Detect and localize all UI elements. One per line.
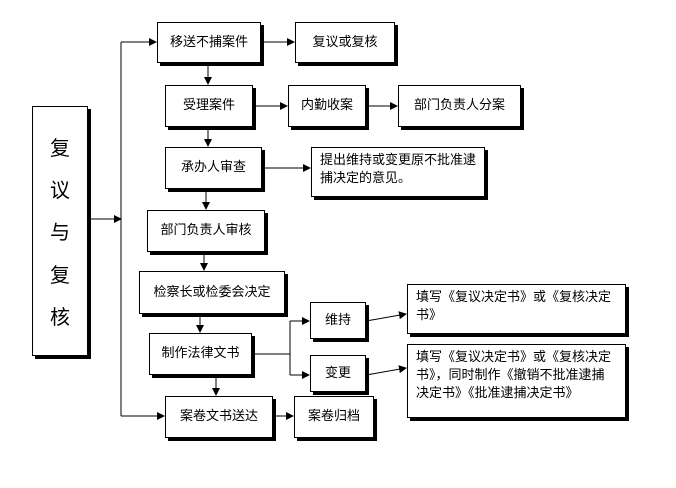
node-review-request: 复议或复核 xyxy=(295,22,395,63)
side-title-char: 核 xyxy=(50,305,70,330)
node-change-doc: 填写《复议决定书》或《复核决定书》，同时制作《撤销不批准逮捕决定书》《批准逮捕决… xyxy=(407,344,626,418)
arrow-change-to-doc xyxy=(365,365,407,376)
node-change: 变更 xyxy=(310,355,366,392)
side-title-char: 复 xyxy=(50,262,70,287)
arrow-maintain-to-doc xyxy=(365,311,407,322)
node-transfer: 移送不捕案件 xyxy=(157,22,261,63)
side-title-char: 复 xyxy=(50,135,70,160)
node-internal-receipt: 内勤收案 xyxy=(288,85,366,127)
node-accept: 受理案件 xyxy=(165,85,253,127)
node-dept-head-assign: 部门负责人分案 xyxy=(398,85,521,127)
side-title-char: 议 xyxy=(50,178,70,203)
side-title-char: 与 xyxy=(50,220,70,245)
node-maintain: 维持 xyxy=(310,302,366,339)
node-deliver: 案卷文书送达 xyxy=(165,396,273,438)
node-chief-decision: 检察长或检委会决定 xyxy=(139,271,285,314)
node-maintain-doc: 填写《复议决定书》或《复核决定书》 xyxy=(407,284,626,334)
side-title: 复 议 与 复 核 xyxy=(32,106,88,356)
node-archive: 案卷归档 xyxy=(294,396,374,438)
node-handler-review: 承办人审查 xyxy=(165,147,262,189)
node-handler-opinion: 提出维持或变更原不批准逮捕决定的意见。 xyxy=(311,147,485,197)
node-dept-head-review: 部门负责人审核 xyxy=(147,210,265,252)
node-make-document: 制作法律文书 xyxy=(149,333,252,375)
